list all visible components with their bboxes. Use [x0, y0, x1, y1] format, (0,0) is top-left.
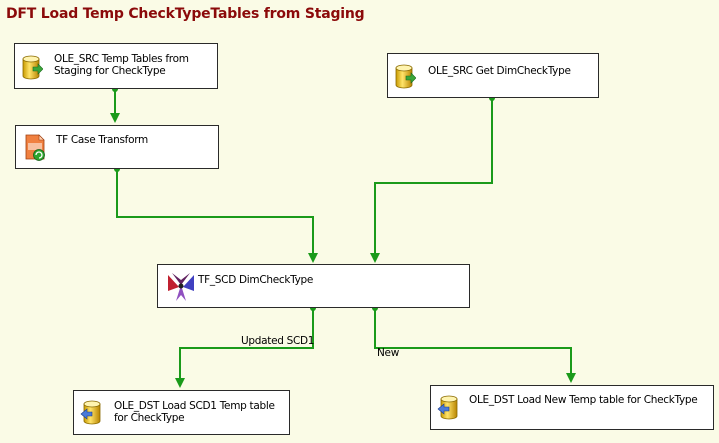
- database-destination-icon: [437, 394, 459, 422]
- component-label: TF Case Transform: [56, 134, 148, 146]
- component-label: OLE_SRC Temp Tables from Staging for Che…: [54, 53, 189, 77]
- tf-scd-dimchecktype-component[interactable]: TF_SCD DimCheckType: [157, 264, 470, 308]
- character-map-transform-icon: [24, 133, 46, 161]
- component-label: OLE_DST Load SCD1 Temp table for CheckTy…: [114, 400, 275, 424]
- path-case-to-scd[interactable]: [114, 166, 318, 263]
- component-label: OLE_DST Load New Temp table for CheckTyp…: [469, 394, 698, 406]
- path-staging-to-case[interactable]: [110, 86, 120, 123]
- database-destination-icon: [80, 399, 102, 427]
- ole-dst-new-component[interactable]: OLE_DST Load New Temp table for CheckTyp…: [430, 385, 714, 430]
- ole-src-dimchecktype-component[interactable]: OLE_SRC Get DimCheckType: [387, 53, 599, 98]
- path-label-updated-scd1: Updated SCD1: [241, 335, 315, 347]
- path-label-new: New: [377, 347, 400, 359]
- database-source-icon: [394, 63, 417, 91]
- ole-dst-scd1-component[interactable]: OLE_DST Load SCD1 Temp table for CheckTy…: [73, 390, 290, 435]
- component-label: OLE_SRC Get DimCheckType: [428, 65, 571, 77]
- component-label: TF_SCD DimCheckType: [198, 274, 314, 286]
- data-flow-task-title: DFT Load Temp CheckTypeTables from Stagi…: [6, 6, 365, 22]
- path-dim-to-scd[interactable]: [370, 95, 495, 263]
- ole-src-staging-component[interactable]: OLE_SRC Temp Tables from Staging for Che…: [14, 43, 218, 89]
- database-source-icon: [21, 54, 44, 82]
- tf-case-transform-component[interactable]: TF Case Transform: [15, 125, 219, 169]
- slowly-changing-dimension-icon: [166, 271, 196, 303]
- path-scd-to-new-destination[interactable]: [372, 305, 576, 383]
